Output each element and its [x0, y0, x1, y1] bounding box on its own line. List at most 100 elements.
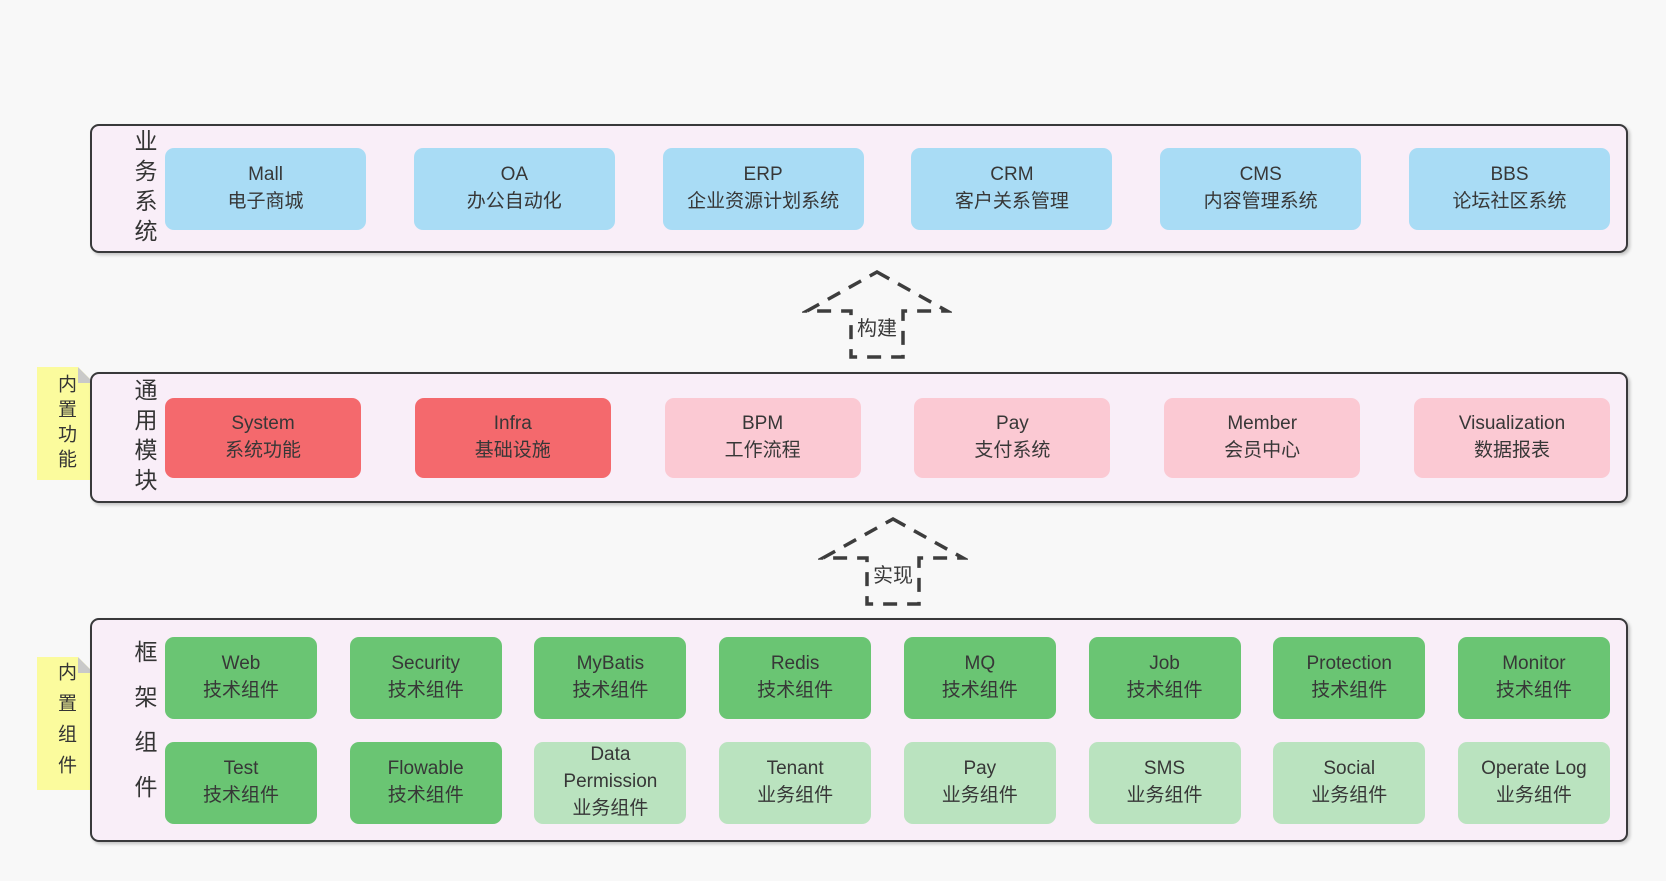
arrow-implement-label: 实现	[818, 559, 968, 588]
box-subtitle: 技术组件	[387, 679, 464, 701]
box-flowable: Flowable 技术组件	[349, 741, 502, 824]
box-title: Data Permission	[563, 744, 658, 793]
box-subtitle: 技术组件	[572, 679, 649, 701]
box-operate-log: Operate Log 业务组件	[1457, 741, 1610, 824]
box-subtitle: 业务组件	[1311, 784, 1388, 806]
box-social: Social 业务组件	[1273, 741, 1426, 824]
box-title: CMS	[1239, 163, 1282, 185]
box-mq: MQ 技术组件	[903, 636, 1056, 719]
box-title: OA	[500, 163, 529, 185]
sticky-note-builtin-components: 内置组件	[37, 657, 94, 790]
arrow-build: 构建	[802, 268, 952, 362]
box-bbs: BBS 论坛社区系统	[1408, 147, 1610, 230]
box-pay-module: Pay 支付系统	[914, 397, 1111, 478]
band-business-content: Mall 电子商城 OA 办公自动化 ERP 企业资源计划系统 CRM 客户关系…	[155, 147, 1626, 230]
band-label-framework: 框架组件	[131, 640, 157, 820]
box-mall: Mall 电子商城	[165, 147, 366, 230]
box-title: Operate Log	[1481, 757, 1587, 779]
box-subtitle: 业务组件	[941, 784, 1018, 806]
box-test: Test 技术组件	[165, 741, 317, 824]
box-subtitle: 内容管理系统	[1203, 190, 1318, 212]
box-title: Monitor	[1502, 652, 1566, 674]
box-subtitle: 技术组件	[757, 679, 834, 701]
arrow-build-label: 构建	[802, 312, 952, 341]
box-title: CRM	[990, 163, 1034, 185]
sticky-note-builtin-features: 内置功能	[37, 367, 94, 480]
box-title: Job	[1149, 652, 1180, 674]
box-bpm: BPM 工作流程	[664, 397, 861, 478]
box-pay-component: Pay 业务组件	[903, 741, 1056, 824]
box-subtitle: 业务组件	[757, 784, 834, 806]
sticky-label: 内置组件	[55, 661, 76, 786]
band-label-business: 业务系统	[131, 128, 157, 249]
box-subtitle: 企业资源计划系统	[687, 190, 840, 212]
box-subtitle: 技术组件	[202, 679, 279, 701]
arrow-implement: 实现	[818, 515, 968, 609]
box-subtitle: 业务组件	[1495, 784, 1572, 806]
box-subtitle: 办公自动化	[466, 190, 562, 212]
box-title: Pay	[963, 757, 997, 779]
band-label-common: 通用模块	[131, 377, 157, 498]
box-title: Redis	[770, 652, 820, 674]
band-framework-components: 框架组件 Web 技术组件 Security 技术组件 MyBatis 技术组件…	[90, 618, 1628, 842]
box-sms: SMS 业务组件	[1088, 741, 1241, 824]
box-title: Test	[223, 757, 259, 779]
box-subtitle: 技术组件	[1126, 679, 1203, 701]
box-subtitle: 论坛社区系统	[1452, 190, 1567, 212]
box-title: Tenant	[766, 757, 824, 779]
box-title: BPM	[742, 412, 784, 434]
box-erp: ERP 企业资源计划系统	[662, 147, 864, 230]
box-redis: Redis 技术组件	[719, 636, 872, 719]
box-title: Infra	[493, 412, 532, 434]
band-framework-content: Web 技术组件 Security 技术组件 MyBatis 技术组件 Redi…	[155, 636, 1626, 824]
framework-row-1: Web 技术组件 Security 技术组件 MyBatis 技术组件 Redi…	[165, 636, 1610, 719]
box-web: Web 技术组件	[165, 636, 317, 719]
box-subtitle: 客户关系管理	[954, 190, 1069, 212]
box-subtitle: 技术组件	[202, 784, 279, 806]
box-data-permission: Data Permission 业务组件	[534, 741, 687, 824]
box-title: Mall	[248, 163, 283, 185]
box-title: SMS	[1143, 757, 1186, 779]
sticky-label: 内置功能	[55, 373, 76, 474]
box-title: Flowable	[387, 757, 464, 779]
box-title: BBS	[1490, 163, 1529, 185]
band-common-content: System 系统功能 Infra 基础设施 BPM 工作流程 Pay 支付系统…	[155, 397, 1626, 478]
box-subtitle: 会员中心	[1224, 439, 1301, 461]
up-arrow-dashed-icon	[802, 269, 952, 359]
box-oa: OA 办公自动化	[413, 147, 615, 230]
band-business-systems: 业务系统 Mall 电子商城 OA 办公自动化 ERP 企业资源计划系统 CRM…	[90, 124, 1628, 253]
box-infra: Infra 基础设施	[414, 397, 611, 478]
box-title: Member	[1227, 412, 1298, 434]
box-title: ERP	[743, 163, 783, 185]
box-subtitle: 系统功能	[224, 439, 301, 461]
box-system: System 系统功能	[165, 397, 361, 478]
box-protection: Protection 技术组件	[1273, 636, 1426, 719]
box-member: Member 会员中心	[1164, 397, 1361, 478]
box-subtitle: 工作流程	[724, 439, 801, 461]
box-subtitle: 基础设施	[474, 439, 551, 461]
box-subtitle: 业务组件	[1126, 784, 1203, 806]
box-title: System	[231, 412, 295, 434]
box-cms: CMS 内容管理系统	[1160, 147, 1362, 230]
box-title: Protection	[1306, 652, 1392, 674]
box-title: Visualization	[1458, 412, 1566, 434]
box-security: Security 技术组件	[349, 636, 502, 719]
box-subtitle: 技术组件	[1495, 679, 1572, 701]
box-subtitle: 技术组件	[1311, 679, 1388, 701]
box-mybatis: MyBatis 技术组件	[534, 636, 687, 719]
box-job: Job 技术组件	[1088, 636, 1241, 719]
box-subtitle: 支付系统	[974, 439, 1051, 461]
box-title: Pay	[996, 412, 1029, 434]
box-subtitle: 业务组件	[572, 797, 649, 819]
box-title: Social	[1323, 757, 1376, 779]
up-arrow-dashed-icon	[818, 516, 968, 606]
box-title: Security	[391, 652, 461, 674]
box-visualization: Visualization 数据报表	[1413, 397, 1610, 478]
box-subtitle: 技术组件	[387, 784, 464, 806]
box-subtitle: 电子商城	[227, 190, 304, 212]
box-tenant: Tenant 业务组件	[719, 741, 872, 824]
box-title: MQ	[964, 652, 996, 674]
box-title: MyBatis	[576, 652, 645, 674]
box-subtitle: 数据报表	[1473, 439, 1550, 461]
